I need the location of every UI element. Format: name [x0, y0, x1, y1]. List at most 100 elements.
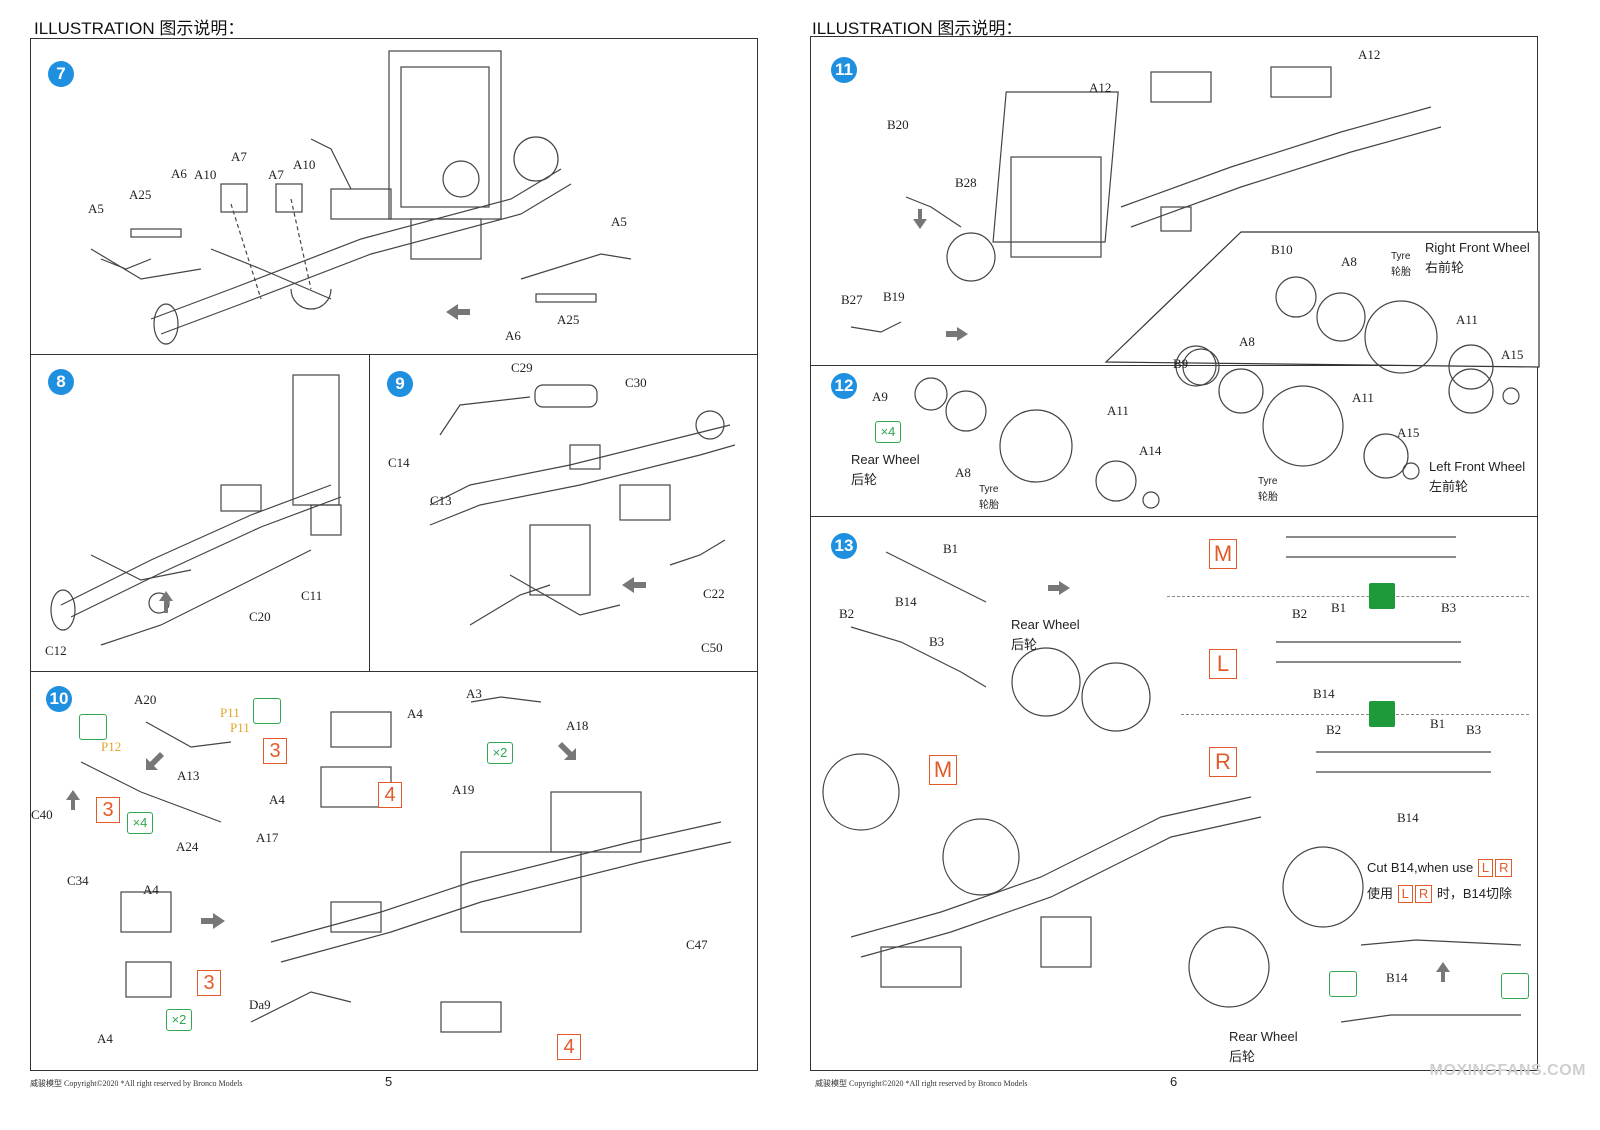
part-label: A12 [1358, 47, 1381, 62]
option-badge-r: R [1209, 747, 1237, 777]
part-label: A11 [1456, 312, 1478, 327]
part-label: C50 [701, 640, 723, 655]
cut-option-l: L [1397, 885, 1413, 903]
part-label: C14 [388, 455, 410, 470]
cut-option-r: R [1495, 859, 1513, 877]
part-label: A4 [269, 792, 285, 807]
option-divider [1181, 714, 1529, 715]
part-label: B20 [887, 117, 909, 132]
left-page-header: ILLUSTRATION 图示说明： [34, 19, 245, 38]
tyre-label-cn: 轮胎 [1258, 492, 1278, 503]
part-label: A14 [1139, 443, 1162, 458]
step8-drawing [50, 374, 342, 646]
step7-panel: 7 A7 A10 A6 A10 A7 A25 A5 A5 A6 A25 [30, 38, 758, 355]
step11-number: 11 [831, 57, 857, 83]
part-label: B28 [955, 175, 977, 190]
part-label: B1 [943, 541, 959, 556]
rear-wheel-label: Rear Wheel [1011, 617, 1080, 632]
part-label: C34 [67, 873, 89, 888]
tyre-label: Tyre [1391, 251, 1411, 262]
part-label: A10 [194, 167, 217, 182]
step8-number: 8 [48, 369, 74, 395]
part-label: C13 [430, 493, 452, 508]
part-label: B14 [1313, 686, 1335, 701]
cut-option-r: R [1414, 885, 1433, 903]
step12-panel: 12 A9 A8 A11 A14 ×4 Rear Wheel 后轮 Tyre 轮… [810, 334, 1538, 517]
part-label: A15 [1397, 425, 1420, 440]
part-label: C20 [249, 609, 271, 624]
option-badge-m: M [929, 755, 957, 785]
cut-note-text: Cut B14,when use [1367, 860, 1474, 875]
step12-drawing [914, 345, 1520, 509]
part-label: B2 [1292, 606, 1308, 621]
right-page-header: ILLUSTRATION 图示说明： [812, 19, 1023, 38]
part-label: C40 [31, 807, 53, 822]
arrow-left-icon [622, 577, 646, 593]
step9-panel: 9 C29 C30 C14 C13 C22 C50 [369, 354, 758, 672]
part-label: A6 [171, 166, 187, 181]
tyre-label: Tyre [979, 484, 999, 495]
step10-panel: 10 A20 P11 P11 P12 A13 A4 A3 A18 A4 A19 … [30, 671, 758, 1071]
step11-panel: 11 A12 A12 B20 B28 B27 B19 B10 A8 A11 A1… [810, 36, 1540, 390]
right-page-footer: 威骏模型 Copyright©2020 *All right reserved … [815, 1079, 1028, 1088]
tyre-label: Tyre [1258, 476, 1278, 487]
step12-number: 12 [831, 373, 857, 399]
rear-wheel-label: Rear Wheel [851, 452, 920, 467]
cement-icon [1329, 971, 1357, 997]
rear-wheel-label-cn: 后轮 [1011, 637, 1038, 652]
step13-drawing [822, 536, 1522, 1023]
quantity-badge: ×4 [127, 812, 153, 834]
cut-note-cn-pre: 使用 [1367, 886, 1394, 901]
part-label: A13 [177, 768, 200, 783]
arrow-down-icon [913, 209, 927, 229]
step10-number: 10 [46, 686, 72, 712]
cut-note-cn-mid: 时，B14切除 [1436, 886, 1513, 901]
step8-panel: 8 C11 C20 C12 [30, 354, 370, 672]
swap-icon [1369, 583, 1395, 609]
arrow-up-icon [1436, 962, 1450, 982]
left-page-footer: 威骏模型 Copyright©2020 *All right reserved … [30, 1079, 243, 1088]
cement-icon [79, 714, 107, 740]
part-label: B14 [1386, 970, 1408, 985]
part-label: A3 [466, 686, 482, 701]
part-label: B14 [895, 594, 917, 609]
part-label: Da9 [249, 997, 271, 1012]
arrow-down-left-icon [146, 752, 164, 770]
part-label: B3 [929, 634, 945, 649]
cut-option-l: L [1477, 859, 1494, 877]
rear-wheel-label-cn: 后轮 [1229, 1049, 1256, 1064]
part-label: B3 [1441, 600, 1457, 615]
part-label: P11 [220, 705, 240, 720]
arrow-left-icon [446, 304, 470, 320]
watermark: MOXINGFANS.COM [1429, 1062, 1586, 1079]
part-label: A12 [1089, 80, 1112, 95]
part-label: A8 [1341, 254, 1357, 269]
cement-icon [1501, 973, 1529, 999]
part-label: A18 [566, 718, 589, 733]
part-label: A19 [452, 782, 475, 797]
step-ref-badge: 3 [96, 797, 120, 823]
part-label: A25 [129, 187, 152, 202]
part-label: C22 [703, 586, 725, 601]
cement-icon [253, 698, 281, 724]
part-label: C47 [686, 937, 708, 952]
part-label: A7 [268, 167, 284, 182]
rear-wheel-label: Rear Wheel [1229, 1029, 1298, 1044]
part-label: A8 [1239, 334, 1255, 349]
part-label: A4 [143, 882, 159, 897]
option-divider [1167, 596, 1529, 597]
swap-icon [1369, 701, 1395, 727]
option-badge-m: M [1209, 539, 1237, 569]
part-label: A20 [134, 692, 157, 707]
part-label: A11 [1352, 390, 1374, 405]
arrow-right-icon [946, 327, 968, 341]
part-label: B10 [1271, 242, 1293, 257]
part-label: B3 [1466, 722, 1482, 737]
part-label: A7 [231, 149, 247, 164]
step-ref-badge: 4 [378, 782, 402, 808]
step10-drawing [80, 696, 732, 1033]
rear-wheel-label-cn: 后轮 [851, 472, 878, 487]
part-label: B19 [883, 289, 905, 304]
